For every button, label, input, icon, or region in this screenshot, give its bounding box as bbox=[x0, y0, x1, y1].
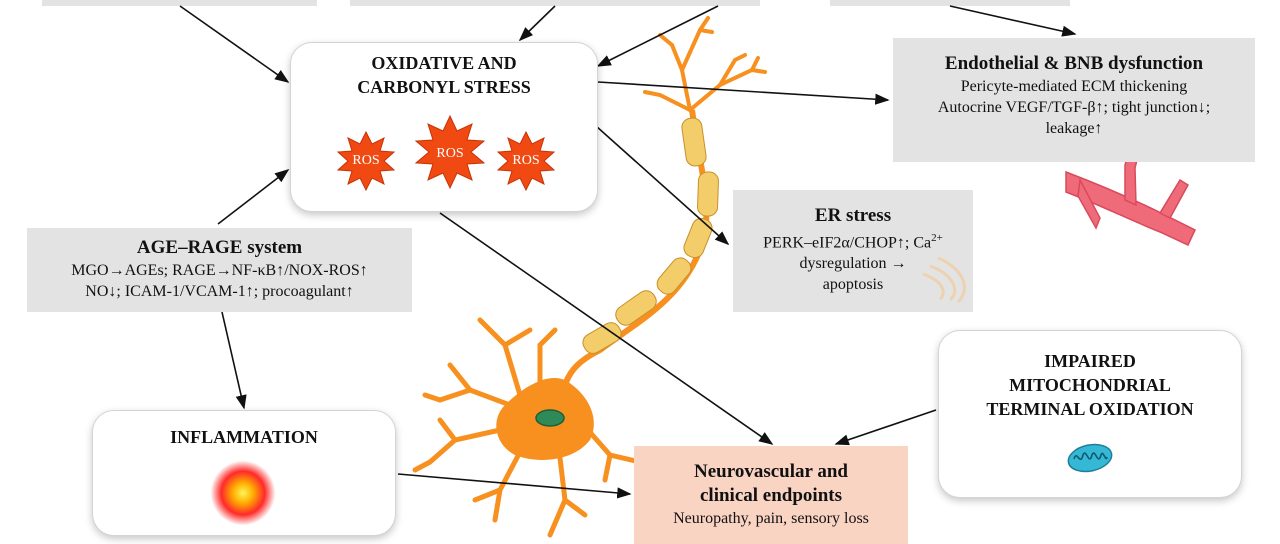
endothelial-title: Endothelial & BNB dysfunction bbox=[944, 53, 1204, 74]
endpoints-line1: Neuropathy, pain, sensory loss bbox=[673, 510, 869, 527]
endothelial-line2: Autocrine VEGF/TGF-β↑; tight junction↓; bbox=[937, 99, 1211, 116]
endpoints-title-line2: clinical endpoints bbox=[700, 485, 842, 506]
er-stress-line2: dysregulation → bbox=[799, 255, 907, 273]
er-stress-line1-sup: 2+ bbox=[931, 232, 943, 244]
endothelial-dysfunction-box: Endothelial & BNB dysfunction Pericyte-m… bbox=[893, 38, 1255, 162]
ros-label: ROS bbox=[512, 153, 540, 168]
top-box-right bbox=[830, 0, 1070, 6]
oxidative-title-line1: OXIDATIVE AND bbox=[371, 53, 517, 73]
top-box-center bbox=[350, 0, 760, 6]
endpoints-title-line1: Neurovascular and bbox=[694, 461, 848, 482]
mitochondrial-line1: IMPAIRED bbox=[1044, 351, 1136, 371]
endothelial-line3: leakage↑ bbox=[1045, 120, 1103, 137]
er-stress-title: ER stress bbox=[814, 205, 892, 226]
er-stress-line1: PERK–eIF2α/CHOP↑; Ca bbox=[763, 234, 932, 252]
age-rage-title: AGE–RAGE system bbox=[136, 237, 303, 258]
ros-label: ROS bbox=[352, 153, 380, 168]
age-rage-line1: MGO→AGEs; RAGE→NF-κB↑/NOX-ROS↑ bbox=[71, 262, 368, 279]
er-stress-line3: apoptosis bbox=[822, 276, 884, 294]
inflammation-box: INFLAMMATION bbox=[92, 410, 396, 536]
oxidative-title-line2: CARBONYL STRESS bbox=[357, 77, 531, 97]
ros-label: ROS bbox=[436, 146, 464, 161]
mitochondrion-icon bbox=[1067, 443, 1113, 473]
inflammation-glow-icon bbox=[211, 461, 275, 525]
age-rage-box: AGE–RAGE system MGO→AGEs; RAGE→NF-κB↑/NO… bbox=[27, 228, 412, 312]
top-box-left bbox=[42, 0, 317, 6]
inflammation-title: INFLAMMATION bbox=[170, 427, 318, 447]
endpoints-box: Neurovascular and clinical endpoints Neu… bbox=[634, 446, 908, 544]
nucleus-icon bbox=[535, 409, 565, 427]
age-rage-line2: NO↓; ICAM-1/VCAM-1↑; procoagulant↑ bbox=[85, 283, 354, 300]
mitochondrial-line2: MITOCHONDRIAL bbox=[1009, 375, 1171, 395]
neuron-illustration bbox=[412, 16, 767, 538]
mitochondrial-box: IMPAIRED MITOCHONDRIAL TERMINAL OXIDATIO… bbox=[938, 330, 1242, 498]
mitochondrial-line3: TERMINAL OXIDATION bbox=[986, 399, 1194, 419]
oxidative-stress-box: OXIDATIVE AND CARBONYL STRESS bbox=[290, 42, 598, 212]
er-stress-box: ER stress PERK–eIF2α/CHOP↑; Ca2+ dysregu… bbox=[733, 190, 973, 312]
endothelial-line1: Pericyte-mediated ECM thickening bbox=[960, 78, 1188, 95]
